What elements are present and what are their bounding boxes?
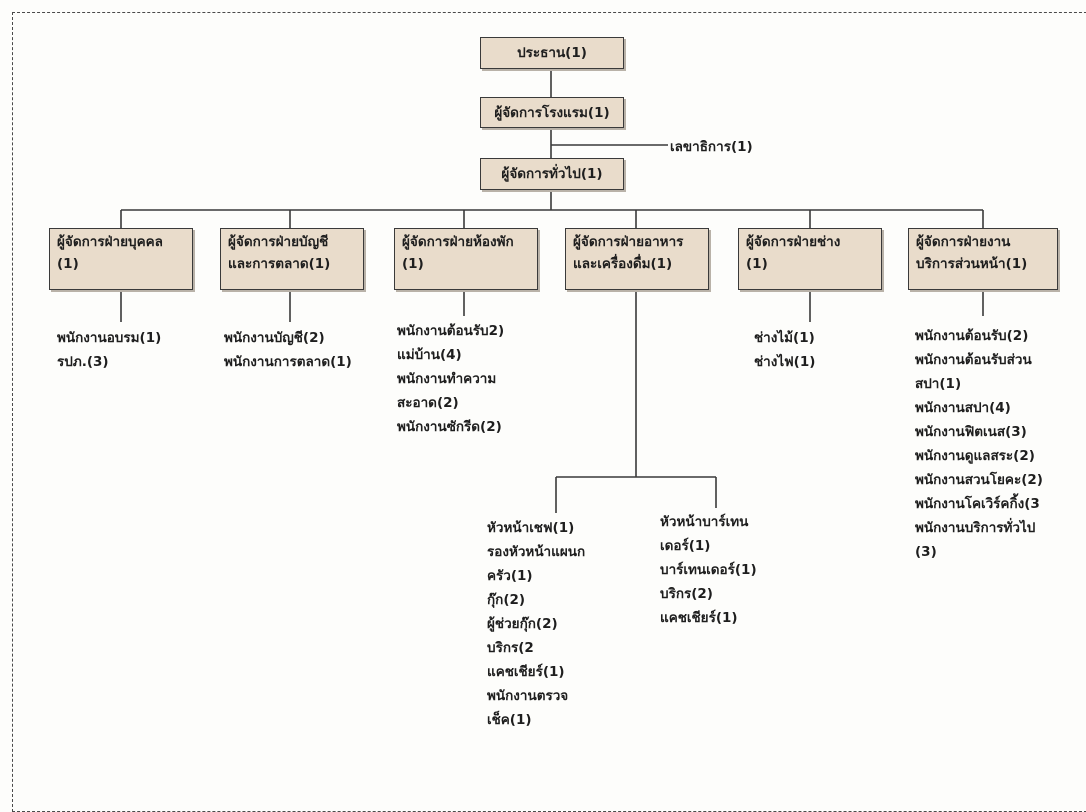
dept-title-line: ผู้จัดการฝ่ายบุคคล (57, 234, 163, 250)
staff-item: สะอาด(2) (397, 395, 459, 411)
dept-title-line: (1) (402, 256, 424, 272)
dept-box-front-office: ผู้จัดการฝ่ายงาน บริการส่วนหน้า(1) (908, 228, 1058, 290)
dept-title-line: ผู้จัดการฝ่ายบัญชี (228, 234, 329, 250)
staff-item: เช็ค(1) (487, 712, 532, 728)
chairman-label: ประธาน(1) (517, 45, 587, 61)
staff-list-rooms: พนักงานต้อนรับ2) แม่บ้าน(4) พนักงานทำควา… (397, 319, 504, 439)
staff-item: แคชเชียร์(1) (660, 610, 738, 626)
staff-item: สปา(1) (915, 376, 962, 392)
staff-item: พนักงานอบรม(1) (57, 330, 162, 346)
dept-title-line: ผู้จัดการฝ่ายช่าง (746, 234, 841, 250)
staff-item: กุ๊ก(2) (487, 592, 526, 608)
dept-box-engineering: ผู้จัดการฝ่ายช่าง (1) (738, 228, 882, 290)
staff-item: พนักงานต้อนรับ2) (397, 323, 505, 339)
dept-box-food: ผู้จัดการฝ่ายอาหาร และเครื่องดื่ม(1) (565, 228, 709, 290)
general-manager-box: ผู้จัดการทั่วไป(1) (480, 158, 624, 190)
staff-item: เดอร์(1) (660, 538, 711, 554)
staff-item: ช่างไฟ(1) (754, 354, 816, 370)
staff-item: ช่างไม้(1) (754, 330, 815, 346)
hotel-manager-label: ผู้จัดการโรงแรม(1) (494, 104, 610, 121)
staff-item: พนักงานบัญชี(2) (224, 330, 325, 346)
staff-item: ผู้ช่วยกุ๊ก(2) (487, 616, 558, 632)
staff-item: ครัว(1) (487, 568, 533, 584)
staff-item: พนักงานซักรีด(2) (397, 419, 502, 435)
staff-item: บริกร(2 (487, 640, 534, 656)
dept-box-rooms: ผู้จัดการฝ่ายห้องพัก (1) (394, 228, 538, 290)
staff-item: พนักงานสปา(4) (915, 400, 1011, 416)
connector-lines (120, 69, 984, 513)
staff-item: พนักงานสวนโยคะ(2) (915, 472, 1043, 488)
dept-title-line: (1) (57, 256, 79, 272)
staff-list-hr: พนักงานอบรม(1) รปภ.(3) (57, 326, 161, 374)
staff-list-kitchen: หัวหน้าเชฟ(1) รองหัวหน้าแผนก ครัว(1) กุ๊… (487, 516, 585, 732)
staff-item: พนักงานบริการทั่วไป (915, 520, 1036, 536)
staff-item: รองหัวหน้าแผนก (487, 544, 586, 560)
staff-item: แม่บ้าน(4) (397, 347, 462, 363)
staff-item: หัวหน้าเชฟ(1) (487, 520, 575, 536)
staff-item: พนักงานต้อนรับส่วน (915, 352, 1032, 368)
dept-title-line: ผู้จัดการฝ่ายงาน (916, 234, 1011, 250)
dept-title-line: ผู้จัดการฝ่ายอาหาร (573, 234, 684, 250)
dept-title-line: และการตลาด(1) (228, 256, 331, 272)
staff-list-bar: หัวหน้าบาร์เทน เดอร์(1) บาร์เทนเดอร์(1) … (660, 510, 757, 630)
staff-item: บริกร(2) (660, 586, 713, 602)
staff-item: พนักงานการตลาด(1) (224, 354, 352, 370)
staff-list-accounting: พนักงานบัญชี(2) พนักงานการตลาด(1) (224, 326, 352, 374)
staff-item: พนักงานตรวจ (487, 688, 569, 704)
staff-item: พนักงานทำความ (397, 371, 497, 387)
staff-item: แคชเชียร์(1) (487, 664, 565, 680)
staff-item: หัวหน้าบาร์เทน (660, 514, 749, 530)
staff-item: (3) (915, 544, 937, 560)
chairman-box: ประธาน(1) (480, 37, 624, 69)
staff-list-front-office: พนักงานต้อนรับ(2) พนักงานต้อนรับส่วน สปา… (915, 324, 1043, 564)
hotel-manager-box: ผู้จัดการโรงแรม(1) (480, 97, 624, 128)
staff-item: บาร์เทนเดอร์(1) (660, 562, 757, 578)
secretary-label: เลขาธิการ(1) (670, 139, 753, 155)
dept-box-accounting: ผู้จัดการฝ่ายบัญชี และการตลาด(1) (220, 228, 364, 290)
staff-list-engineering: ช่างไม้(1) ช่างไฟ(1) (754, 326, 815, 374)
dept-title-line: และเครื่องดื่ม(1) (573, 256, 673, 272)
org-chart: ประธาน(1) ผู้จัดการโรงแรม(1) เลขาธิการ(1… (12, 12, 1086, 812)
general-manager-label: ผู้จัดการทั่วไป(1) (501, 166, 603, 182)
dept-title-line: (1) (746, 256, 768, 272)
staff-item: พนักงานดูแลสระ(2) (915, 448, 1035, 464)
staff-item: รปภ.(3) (57, 354, 109, 370)
dept-box-hr: ผู้จัดการฝ่ายบุคคล (1) (49, 228, 193, 290)
staff-item: พนักงานโคเวิร์คกิ้ง(3 (915, 496, 1040, 512)
dept-title-line: บริการส่วนหน้า(1) (916, 256, 1028, 272)
staff-item: พนักงานฟิตเนส(3) (915, 424, 1027, 440)
staff-item: พนักงานต้อนรับ(2) (915, 328, 1029, 344)
dept-title-line: ผู้จัดการฝ่ายห้องพัก (402, 234, 514, 250)
